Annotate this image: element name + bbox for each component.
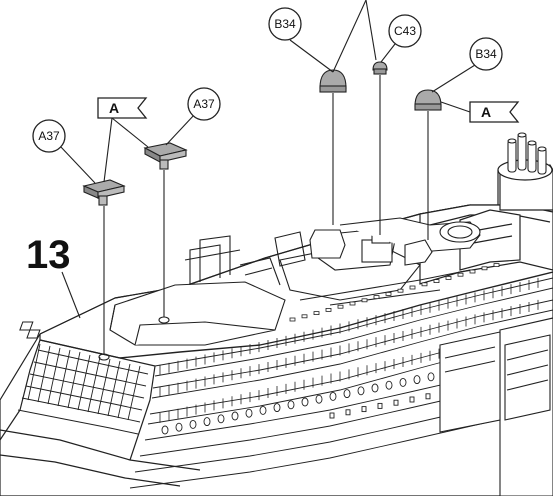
- bridge-windows: [17, 343, 149, 435]
- porthole: [259, 405, 267, 415]
- deck-vent: [397, 288, 404, 293]
- porthole: [409, 396, 415, 403]
- deck-details: [289, 263, 500, 322]
- porthole: [343, 389, 351, 399]
- deck-vent: [409, 285, 416, 290]
- window-mullions: [159, 277, 539, 423]
- step-number: 13: [26, 233, 81, 319]
- porthole: [357, 386, 365, 396]
- porthole: [203, 417, 211, 427]
- svg-text:13: 13: [26, 233, 71, 277]
- porthole: [361, 406, 367, 413]
- deck-vent: [457, 272, 464, 277]
- porthole: [425, 393, 431, 400]
- svg-text:A37: A37: [38, 129, 60, 143]
- deck-vent: [469, 269, 476, 274]
- portholes: [161, 372, 495, 435]
- part-a37-left: [82, 179, 126, 206]
- svg-text:A: A: [109, 100, 119, 116]
- deck-vent: [337, 304, 344, 309]
- svg-text:C43: C43: [394, 24, 416, 38]
- porthole: [393, 399, 399, 406]
- deck-vent: [361, 298, 368, 303]
- svg-text:A: A: [481, 104, 491, 120]
- deck-vent: [421, 282, 428, 287]
- porthole: [301, 397, 309, 407]
- callout-b34-right: B34: [469, 37, 503, 71]
- funnel-structure: [419, 159, 553, 285]
- porthole: [345, 409, 351, 416]
- porthole: [245, 408, 253, 418]
- part-a37-right: [143, 142, 188, 170]
- porthole: [377, 402, 383, 409]
- deck-vent: [433, 279, 440, 284]
- callout-a37-right: A37: [187, 87, 221, 121]
- porthole: [287, 400, 295, 410]
- part-c43: [372, 61, 388, 75]
- porthole: [371, 383, 379, 393]
- porthole: [273, 403, 281, 413]
- deck-vent: [349, 301, 356, 306]
- deck-vent: [289, 317, 296, 322]
- porthole: [329, 391, 337, 401]
- deck-vent: [325, 307, 332, 312]
- porthole: [161, 425, 169, 435]
- porthole: [217, 414, 225, 424]
- deck-equipment: [19, 217, 481, 346]
- svg-text:A37: A37: [193, 97, 215, 111]
- porthole: [329, 412, 335, 419]
- porthole: [189, 419, 197, 429]
- stern-structure: [439, 317, 553, 496]
- deck-vent: [385, 291, 392, 296]
- callout-b34-left: B34: [268, 7, 302, 41]
- callout-a37-left: A37: [32, 119, 66, 153]
- svg-text:B34: B34: [475, 47, 497, 61]
- deck-vent: [301, 314, 308, 319]
- deck-vent: [373, 295, 380, 300]
- deck-vent: [313, 311, 320, 316]
- funnel-pipes: [507, 132, 547, 175]
- assembly-lines: [59, 0, 476, 361]
- porthole: [399, 377, 407, 387]
- part-b34-left: [319, 69, 347, 93]
- deck-vent: [445, 275, 452, 280]
- part-b34-right: [414, 89, 442, 111]
- flag-a-left: A: [97, 97, 148, 119]
- svg-text:B34: B34: [274, 17, 296, 31]
- deck-vent: [493, 263, 500, 268]
- porthole: [413, 375, 421, 385]
- porthole: [175, 422, 183, 432]
- flag-a-right: A: [469, 101, 520, 123]
- porthole: [427, 372, 435, 382]
- deck-vent: [481, 266, 488, 271]
- porthole: [385, 380, 393, 390]
- callout-c43: C43: [388, 14, 422, 48]
- porthole: [231, 411, 239, 421]
- porthole: [315, 394, 323, 404]
